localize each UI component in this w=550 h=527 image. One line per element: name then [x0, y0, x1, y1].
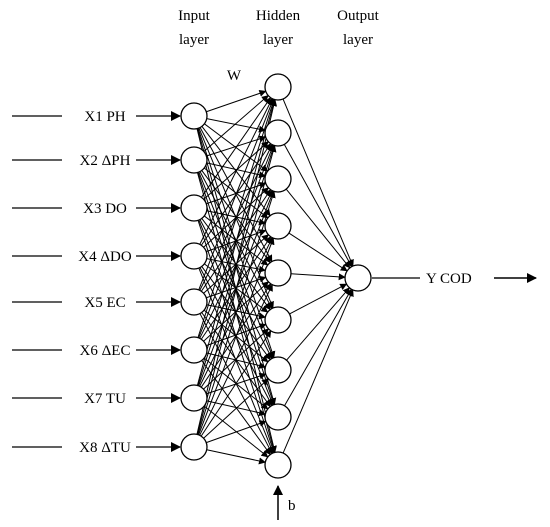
connection-input-2-hidden-1 [203, 95, 269, 152]
connection-input-8-hidden-2 [196, 144, 277, 435]
connection-input-2-hidden-3 [206, 162, 267, 179]
hidden-node-7 [264, 356, 292, 384]
connection-hidden-3-output [285, 188, 351, 269]
input-label-6: X6 ΔEC [80, 343, 131, 359]
connection-hidden-5-output [290, 273, 346, 281]
input-node-6 [180, 336, 208, 364]
connection-input-8-hidden-7 [203, 378, 269, 439]
input-node-8 [180, 433, 208, 461]
input-layer-header-line2: layer [179, 32, 209, 48]
input-node-7 [180, 384, 208, 412]
connection-group [196, 89, 354, 465]
connection-input-3-hidden-1 [201, 97, 271, 198]
hidden-node-3 [264, 165, 292, 193]
connection-input-6-hidden-1 [197, 98, 276, 338]
node-group [180, 73, 372, 479]
connection-input-7-hidden-1 [196, 98, 277, 386]
connection-input-8-hidden-4 [198, 237, 275, 436]
hidden-node-1 [264, 73, 292, 101]
connection-input-8-hidden-6 [200, 330, 272, 437]
input-label-group: X1 PH X2 ΔPH X3 DO X4 ΔDO X5 EC X6 ΔEC X7 TU X8… [12, 109, 181, 456]
hidden-node-5 [264, 259, 292, 287]
input-label-8: X8 ΔTU [79, 440, 131, 456]
output-layer-header-line2: layer [343, 32, 373, 48]
output-label: Y COD [426, 271, 472, 287]
connection-hidden-6-output [289, 283, 348, 315]
connection-hidden-9-output [282, 289, 354, 454]
input-label-2: X2 ΔPH [80, 153, 131, 169]
hidden-node-8 [264, 403, 292, 431]
connection-input-8-hidden-1 [196, 98, 278, 435]
input-label-7: X7 TU [84, 391, 126, 407]
weight-label: W [227, 68, 242, 84]
hidden-node-9 [264, 451, 292, 479]
input-node-3 [180, 194, 208, 222]
connection-input-2-hidden-2 [206, 135, 267, 157]
input-node-2 [180, 146, 208, 174]
input-label-3: X3 DO [83, 201, 127, 217]
connection-hidden-4-output [288, 232, 348, 272]
input-layer-header-line1: Input [178, 8, 210, 24]
connection-hidden-2-output [283, 144, 353, 268]
connection-input-7-hidden-8 [206, 400, 267, 417]
connection-input-8-hidden-8 [206, 420, 267, 444]
hidden-layer-header-line1: Hidden [256, 8, 301, 24]
hidden-node-6 [264, 306, 292, 334]
connection-input-8-hidden-9 [206, 449, 266, 465]
input-label-4: X4 ΔDO [78, 249, 132, 265]
input-node-5 [180, 288, 208, 316]
output-layer-header-line1: Output [337, 8, 380, 24]
input-node-4 [180, 242, 208, 270]
connection-input-8-hidden-3 [197, 190, 276, 435]
input-node-1 [180, 102, 208, 130]
connection-hidden-1-output [282, 98, 354, 267]
connection-hidden-7-output [286, 287, 350, 361]
output-node [344, 264, 372, 292]
input-label-5: X5 EC [84, 295, 125, 311]
connection-input-1-hidden-2 [206, 118, 266, 133]
connection-hidden-8-output [284, 288, 352, 406]
bias-label: b [288, 498, 296, 514]
input-label-1: X1 PH [84, 109, 125, 125]
connection-input-8-hidden-5 [199, 284, 273, 436]
hidden-node-4 [264, 212, 292, 240]
connection-input-5-hidden-1 [198, 98, 275, 291]
connection-input-1-hidden-1 [206, 89, 267, 113]
hidden-layer-header-line2: layer [263, 32, 293, 48]
connection-input-4-hidden-1 [199, 98, 273, 245]
hidden-node-2 [264, 119, 292, 147]
